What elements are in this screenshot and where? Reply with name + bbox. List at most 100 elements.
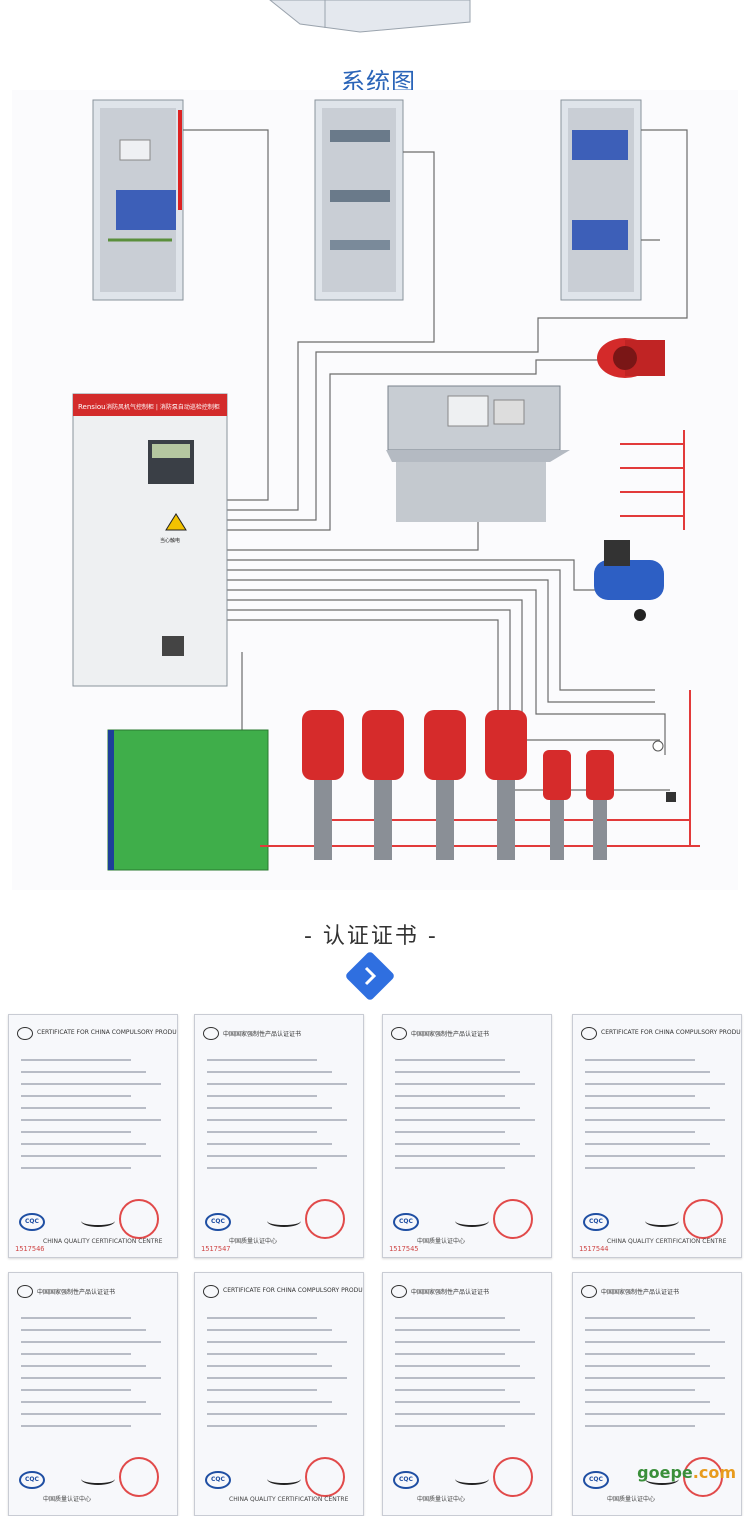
text-line	[21, 1083, 161, 1085]
text-line	[395, 1389, 505, 1391]
signature	[81, 1215, 115, 1227]
certificate-org: CHINA QUALITY CERTIFICATION CENTRE	[229, 1496, 349, 1503]
text-line	[395, 1131, 505, 1133]
text-line	[21, 1095, 131, 1097]
cqc-logo-icon: CQC	[583, 1213, 609, 1231]
seal-icon	[305, 1199, 345, 1239]
text-line	[395, 1071, 520, 1073]
cqc-logo-icon: CQC	[583, 1471, 609, 1489]
certificate-org: 中国质量认证中心	[607, 1496, 656, 1503]
certificate-number: 1517544	[579, 1245, 609, 1253]
exhaust-fan	[597, 338, 665, 378]
pump-4	[485, 710, 527, 860]
text-line	[585, 1425, 695, 1427]
text-line	[395, 1083, 535, 1085]
text-line	[21, 1353, 131, 1355]
certificate-card[interactable]: CERTIFICATE FOR CHINA COMPULSORY PRODUCT…	[194, 1272, 364, 1516]
text-line	[207, 1131, 317, 1133]
certificate-header: 中国国家强制性产品认证证书	[601, 1289, 680, 1296]
text-line	[207, 1071, 332, 1073]
text-line	[585, 1377, 725, 1379]
text-line	[21, 1119, 161, 1121]
certificate-card[interactable]: CERTIFICATE FOR CHINA COMPULSORY PRODUCT…	[8, 1014, 178, 1258]
certificates-title: - 认证证书 -	[304, 924, 438, 949]
certificate-org: CHINA QUALITY CERTIFICATION CENTRE	[43, 1238, 163, 1245]
text-line	[395, 1167, 505, 1169]
text-line	[207, 1389, 317, 1391]
text-line	[585, 1131, 695, 1133]
system-diagram: Rensiou 消防风机气控制柜 | 消防泵自动巡检控制柜 当心触电	[12, 90, 738, 890]
seal-icon	[119, 1457, 159, 1497]
text-line	[395, 1155, 535, 1157]
ccc-logo-icon	[17, 1285, 33, 1298]
ccc-logo-icon	[581, 1027, 597, 1040]
text-line	[21, 1131, 131, 1133]
text-line	[585, 1329, 710, 1331]
text-line	[207, 1401, 332, 1403]
pump-5	[543, 750, 571, 860]
text-line	[21, 1377, 161, 1379]
certificate-org: 中国质量认证中心	[43, 1496, 92, 1503]
fire-alarm-console	[386, 385, 570, 522]
text-line	[395, 1143, 520, 1145]
panel-header-text: 消防风机气控制柜 | 消防泵自动巡检控制柜	[106, 403, 220, 411]
water-tank	[107, 729, 269, 871]
certificate-number: 1517546	[15, 1245, 45, 1253]
ccc-logo-icon	[581, 1285, 597, 1298]
text-line	[585, 1059, 695, 1061]
text-line	[207, 1167, 317, 1169]
text-line	[585, 1107, 710, 1109]
text-line	[21, 1155, 161, 1157]
text-line	[395, 1059, 505, 1061]
signature	[267, 1215, 301, 1227]
signature	[455, 1215, 489, 1227]
text-line	[21, 1329, 146, 1331]
text-line	[395, 1401, 520, 1403]
text-line	[21, 1167, 131, 1169]
text-line	[207, 1413, 347, 1415]
certificate-card[interactable]: CERTIFICATE FOR CHINA COMPULSORY PRODUCT…	[572, 1014, 742, 1258]
top-cabinet-stub	[269, 0, 471, 33]
ccc-logo-icon	[203, 1285, 219, 1298]
text-line	[395, 1329, 520, 1331]
panel-brand-text: Rensiou	[78, 403, 106, 411]
text-line	[585, 1353, 695, 1355]
cqc-logo-icon: CQC	[19, 1471, 45, 1489]
ccc-logo-icon	[391, 1027, 407, 1040]
text-line	[585, 1365, 710, 1367]
text-line	[21, 1365, 146, 1367]
pumps	[302, 710, 614, 860]
signature	[455, 1473, 489, 1485]
text-line	[21, 1413, 161, 1415]
fire-control-panel	[72, 393, 228, 687]
signature	[645, 1215, 679, 1227]
next-arrow-button[interactable]	[344, 950, 396, 1002]
text-line	[207, 1083, 347, 1085]
text-line	[21, 1143, 146, 1145]
signature	[267, 1473, 301, 1485]
text-line	[585, 1317, 695, 1319]
cqc-logo-icon: CQC	[205, 1213, 231, 1231]
cqc-logo-icon: CQC	[205, 1471, 231, 1489]
certificate-number: 1517547	[201, 1245, 231, 1253]
pressure-gauge	[652, 740, 664, 752]
text-line	[585, 1143, 710, 1145]
certificate-header: CERTIFICATE FOR CHINA COMPULSORY PRODUCT…	[37, 1029, 177, 1036]
seal-icon	[119, 1199, 159, 1239]
certificate-org: 中国质量认证中心	[417, 1238, 466, 1245]
cqc-logo-icon: CQC	[19, 1213, 45, 1231]
panel-warning-text: 当心触电	[160, 537, 180, 544]
certificate-card[interactable]: 中国国家强制性产品认证证书 CQC 中国质量认证中心	[572, 1272, 742, 1516]
text-line	[585, 1167, 695, 1169]
certificate-org: 中国质量认证中心	[229, 1238, 278, 1245]
seal-icon	[683, 1199, 723, 1239]
text-line	[395, 1425, 505, 1427]
text-line	[395, 1365, 520, 1367]
text-line	[21, 1317, 131, 1319]
signature	[81, 1473, 115, 1485]
seal-icon	[493, 1457, 533, 1497]
